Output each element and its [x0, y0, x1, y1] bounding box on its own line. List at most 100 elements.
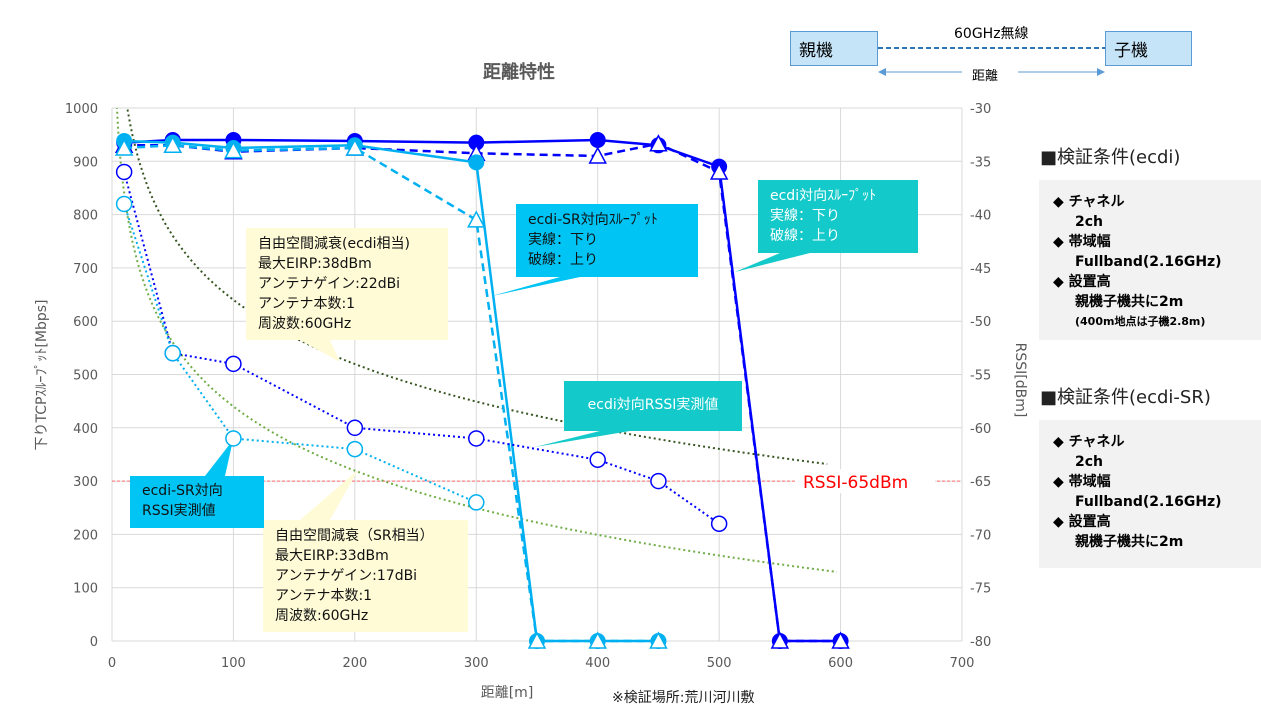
callout-line: 自由空間減衰(ecdi相当): [258, 236, 411, 252]
callout-pointer: [492, 277, 580, 296]
y2-tick-label: -65: [970, 475, 991, 490]
data-point: [650, 472, 667, 490]
callout-line: 最大EIRP:33dBm: [275, 548, 389, 564]
threshold-label-bg: [795, 469, 935, 494]
data-point: [649, 134, 668, 152]
callout-ecdi-rssi: ecdi対向RSSI実測値: [564, 381, 742, 431]
location-note: ※検証場所:荒川河川敷: [612, 690, 755, 706]
data-point: [468, 134, 485, 151]
callout-line: アンテナ本数:1: [275, 588, 373, 604]
callout-line: 破線：上り: [770, 228, 840, 244]
condition-value: 2ch: [1075, 214, 1104, 230]
y2-axis-label: RSSI[dBm]: [1012, 343, 1028, 418]
condition-value: 2ch: [1075, 454, 1104, 470]
condition-label: ◆ 帯域幅: [1053, 234, 1111, 250]
y2-tick-label: -40: [970, 209, 991, 224]
y-tick-label: 300: [73, 475, 98, 490]
data-point: [164, 344, 181, 362]
data-point: [346, 419, 364, 437]
free-space-curve: [126, 108, 828, 466]
condition-label: ◆ 設置高: [1053, 514, 1111, 530]
data-point: [115, 195, 133, 213]
arrow-head: [1097, 68, 1105, 76]
y2-tick-label: -45: [970, 262, 991, 277]
parent-device-box: 親機: [790, 31, 878, 66]
y-tick-label: 1000: [65, 102, 98, 117]
y-axis-label: 下りTCPｽﾙｰﾌﾟｯﾄ[Mbps]: [34, 299, 50, 450]
y-tick-label: 400: [73, 422, 98, 437]
callout-line: 周波数:60GHz: [275, 608, 369, 624]
y-tick-label: 200: [73, 528, 98, 543]
condition-label: ◆ 設置高: [1053, 274, 1111, 290]
data-point: [589, 451, 606, 469]
x-tick-label: 300: [464, 656, 489, 671]
y2-tick-label: -30: [970, 102, 991, 117]
threshold-label: RSSI-65dBm: [803, 473, 908, 493]
y2-tick-label: -80: [970, 635, 991, 650]
distance-label: 距離: [972, 69, 999, 84]
condition-value: Fullband(2.16GHz): [1075, 254, 1222, 270]
condition-label: ◆ チャネル: [1053, 194, 1125, 210]
y2-tick-label: -70: [970, 528, 991, 543]
x-tick-label: 500: [707, 656, 732, 671]
callout-sr-throughput: ecdi-SR対向ｽﾙｰﾌﾟｯﾄ実線：下り破線：上り: [516, 204, 698, 277]
callout-ecdi-throughput: ecdi対向ｽﾙｰﾌﾟｯﾄ 実線：下り破線：上り: [758, 180, 918, 253]
arrow-head: [878, 68, 886, 76]
callout-line: ecdi対向RSSI実測値: [587, 397, 719, 413]
data-point: [709, 162, 729, 180]
callout-pointer: [205, 440, 233, 476]
chart-title: 距離特性: [483, 62, 555, 83]
y-tick-label: 500: [73, 369, 98, 384]
x-tick-label: 100: [221, 656, 246, 671]
data-point: [346, 440, 364, 458]
y-tick-label: 800: [73, 209, 98, 224]
callout-line: ecdi対向ｽﾙｰﾌﾟｯﾄ: [770, 188, 877, 204]
callout-line: 破線：上り: [528, 252, 598, 268]
callout-pointer: [535, 431, 630, 447]
series-line: [123, 171, 720, 525]
y2-tick-label: -50: [970, 315, 991, 330]
y-tick-label: 900: [73, 155, 98, 170]
callout-line: アンテナゲイン:17dBi: [275, 568, 418, 584]
data-point: [468, 494, 485, 511]
condition-label: ◆ 帯域幅: [1053, 474, 1111, 490]
data-point: [345, 138, 365, 156]
callout-line: 周波数:60GHz: [258, 316, 352, 332]
y2-tick-label: -55: [970, 369, 991, 384]
link-label: 60GHz無線: [954, 26, 1029, 42]
data-point: [588, 146, 607, 164]
child-device-box: 子機: [1105, 31, 1192, 66]
callout-line: 最大EIRP:38dBm: [258, 256, 372, 272]
data-point: [468, 430, 485, 447]
x-tick-label: 600: [828, 656, 853, 671]
y2-tick-label: -75: [970, 582, 991, 597]
data-point: [527, 631, 547, 649]
callout-line: 実線：下り: [770, 208, 840, 224]
x-tick-label: 0: [108, 656, 116, 671]
data-point: [468, 154, 485, 171]
callout-line: アンテナゲイン:22dBi: [258, 276, 401, 292]
condition-value: (400m地点は子機2.8m): [1075, 315, 1206, 328]
condition-title: ■検証条件(ecdi-SR): [1040, 387, 1211, 408]
condition-label: ◆ チャネル: [1053, 434, 1125, 450]
y-tick-label: 0: [90, 635, 98, 650]
data-point: [589, 131, 606, 148]
x-axis-label: 距離[m]: [481, 684, 534, 701]
callout-line: RSSI実測値: [142, 503, 216, 519]
data-point: [225, 355, 242, 373]
callout-pointer: [735, 253, 810, 272]
y-tick-label: 100: [73, 582, 98, 597]
callout-pointer: [300, 470, 358, 520]
callout-pointer: [300, 340, 340, 362]
data-point: [163, 135, 182, 154]
data-point: [710, 515, 728, 532]
y-tick-label: 700: [73, 262, 98, 277]
callout-line: ecdi-SR対向: [142, 483, 223, 499]
callout-sr-rssi: ecdi-SR対向 RSSI実測値: [130, 476, 264, 528]
data-point: [115, 163, 133, 181]
condition-value: Fullband(2.16GHz): [1075, 494, 1222, 510]
